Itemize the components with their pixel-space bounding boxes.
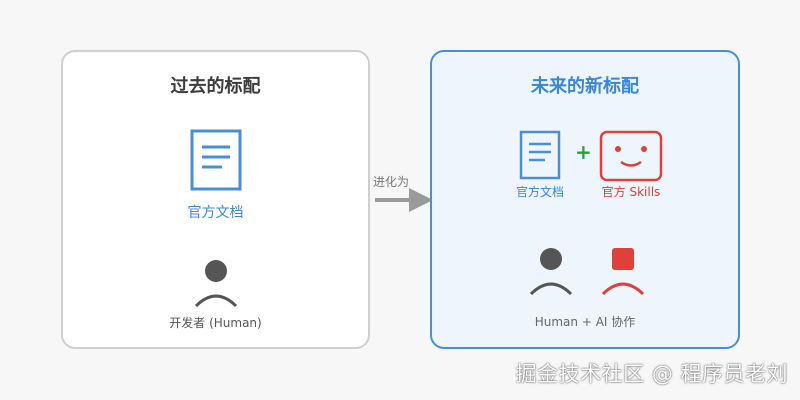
person-icon	[194, 260, 238, 308]
future-doc-label: 官方文档	[515, 185, 564, 199]
plus-icon: +	[575, 140, 592, 164]
past-person-label: 开发者 (Human)	[169, 316, 262, 330]
future-panel: 未来的新标配 + 官方文档 官方 Skills Human + AI 协作	[430, 50, 740, 349]
transition-label: 进化为	[372, 175, 409, 189]
robot-face-icon	[599, 130, 663, 182]
future-collab-label: Human + AI 协作	[534, 315, 636, 329]
past-title: 过去的标配	[170, 76, 261, 97]
watermark: 掘金技术社区 @ 程序员老刘	[515, 362, 788, 386]
document-icon	[190, 129, 242, 191]
past-doc-label: 官方文档	[187, 205, 244, 221]
future-title: 未来的新标配	[531, 76, 639, 97]
right-arrow-icon	[375, 188, 433, 212]
future-skills-label: 官方 Skills	[601, 185, 661, 199]
person-icon	[529, 248, 573, 296]
document-icon	[519, 130, 561, 180]
robot-person-icon	[601, 248, 645, 296]
past-panel: 过去的标配 官方文档 开发者 (Human)	[61, 50, 370, 349]
